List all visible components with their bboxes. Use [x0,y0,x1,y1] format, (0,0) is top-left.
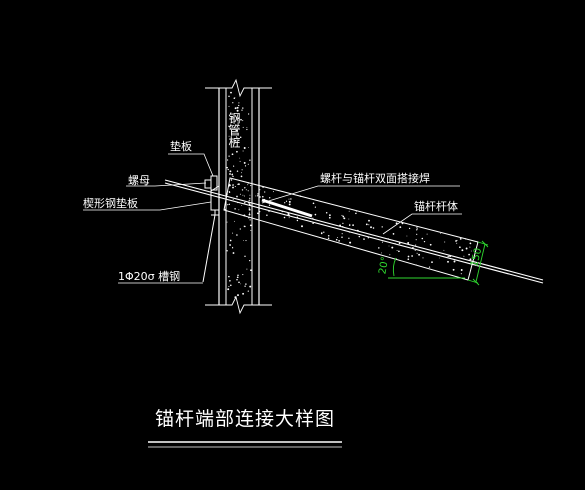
angle-dimension-label: 20° [377,256,391,275]
end-hardware [202,175,220,283]
steel-pipe-pile-label: 钢管桩 [227,112,241,148]
anchor-rod [164,179,544,284]
channel-steel-label: 1Φ20σ 槽钢 [118,270,180,283]
diameter-dimension-label: 150 [469,247,484,268]
leader-lines [83,153,462,284]
wedge-steel-pad-label: 楔形钢垫板 [83,196,138,210]
title-underline [148,441,342,448]
angle-dimension [388,257,465,279]
drawing-title: 锚杆端部连接大样图 [155,408,335,430]
anchor-body-label: 锚杆杆体 [414,199,458,213]
nut-label: 螺母 [128,174,150,187]
diameter-dimension [467,240,489,286]
bolt-weld-zone [261,198,313,218]
backing-plate-label: 垫板 [170,139,192,153]
bolt-weld-label: 螺杆与锚杆双面搭接焊 [320,171,430,185]
steel-pipe-pile [205,78,272,315]
